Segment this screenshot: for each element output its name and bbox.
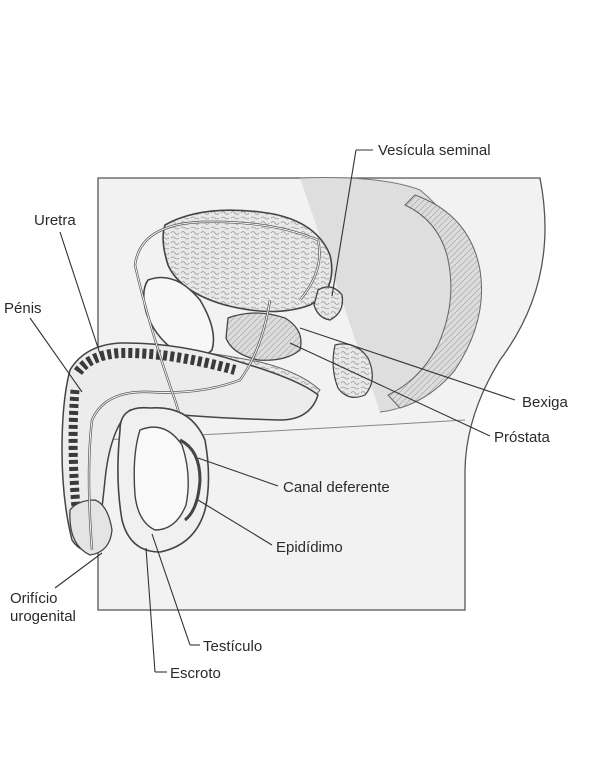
label-uretra: Uretra bbox=[34, 212, 76, 229]
bladder bbox=[162, 209, 333, 313]
label-vesicula-seminal: Vesícula seminal bbox=[378, 142, 491, 159]
label-escroto: Escroto bbox=[170, 665, 221, 682]
seminal-vesicle bbox=[313, 286, 344, 321]
label-canal-deferente: Canal deferente bbox=[283, 479, 390, 496]
urethra bbox=[87, 299, 272, 551]
label-testiculo: Testículo bbox=[203, 638, 262, 655]
sacrum-spine bbox=[387, 194, 483, 409]
label-orificio-line2: urogenital bbox=[10, 608, 76, 625]
label-prostata: Próstata bbox=[494, 429, 551, 446]
leader-lines bbox=[29, 149, 516, 673]
testis bbox=[133, 426, 189, 531]
prostate bbox=[225, 312, 302, 361]
label-bexiga: Bexiga bbox=[522, 394, 569, 411]
rectum bbox=[332, 343, 373, 398]
labels: Vesícula seminal Uretra Pénis Bexiga Pró… bbox=[4, 142, 569, 682]
epididymis bbox=[179, 438, 202, 522]
label-penis: Pénis bbox=[4, 300, 42, 317]
label-orificio-line1: Orifício bbox=[10, 590, 58, 607]
label-epididimo: Epidídimo bbox=[276, 539, 343, 556]
vas-deferens bbox=[133, 220, 321, 471]
